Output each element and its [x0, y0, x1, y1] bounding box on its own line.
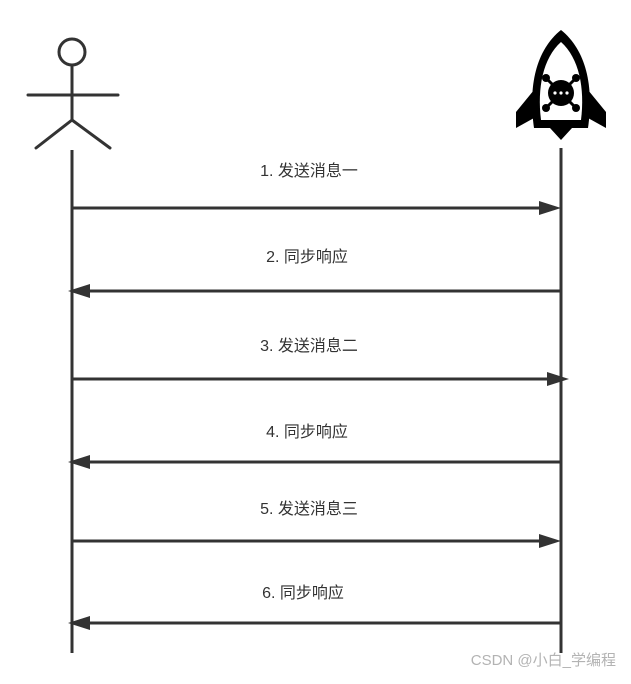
message-label: 6. 同步响应: [262, 585, 344, 602]
arrowhead-icon: [68, 284, 90, 298]
arrowhead-icon: [539, 201, 561, 215]
message-label: 2. 同步响应: [266, 249, 348, 266]
rocket-icon: [516, 30, 606, 140]
message-arrow: [72, 534, 561, 548]
message-label: 1. 发送消息一: [260, 163, 358, 180]
arrowhead-icon: [539, 534, 561, 548]
stick-figure-icon: [26, 37, 120, 150]
arrowhead-icon: [68, 455, 90, 469]
message-arrow: [68, 455, 561, 469]
message-arrows: [68, 201, 569, 630]
message-label: 3. 发送消息二: [260, 338, 358, 355]
message-label: 5. 发送消息三: [260, 501, 358, 518]
message-arrow: [72, 372, 569, 386]
message-label: 4. 同步响应: [266, 424, 348, 441]
message-arrow: [68, 284, 561, 298]
message-arrow: [68, 616, 561, 630]
message-arrow: [72, 201, 561, 215]
arrowhead-icon: [547, 372, 569, 386]
watermark: CSDN @小白_学编程: [470, 652, 616, 669]
arrowhead-icon: [68, 616, 90, 630]
